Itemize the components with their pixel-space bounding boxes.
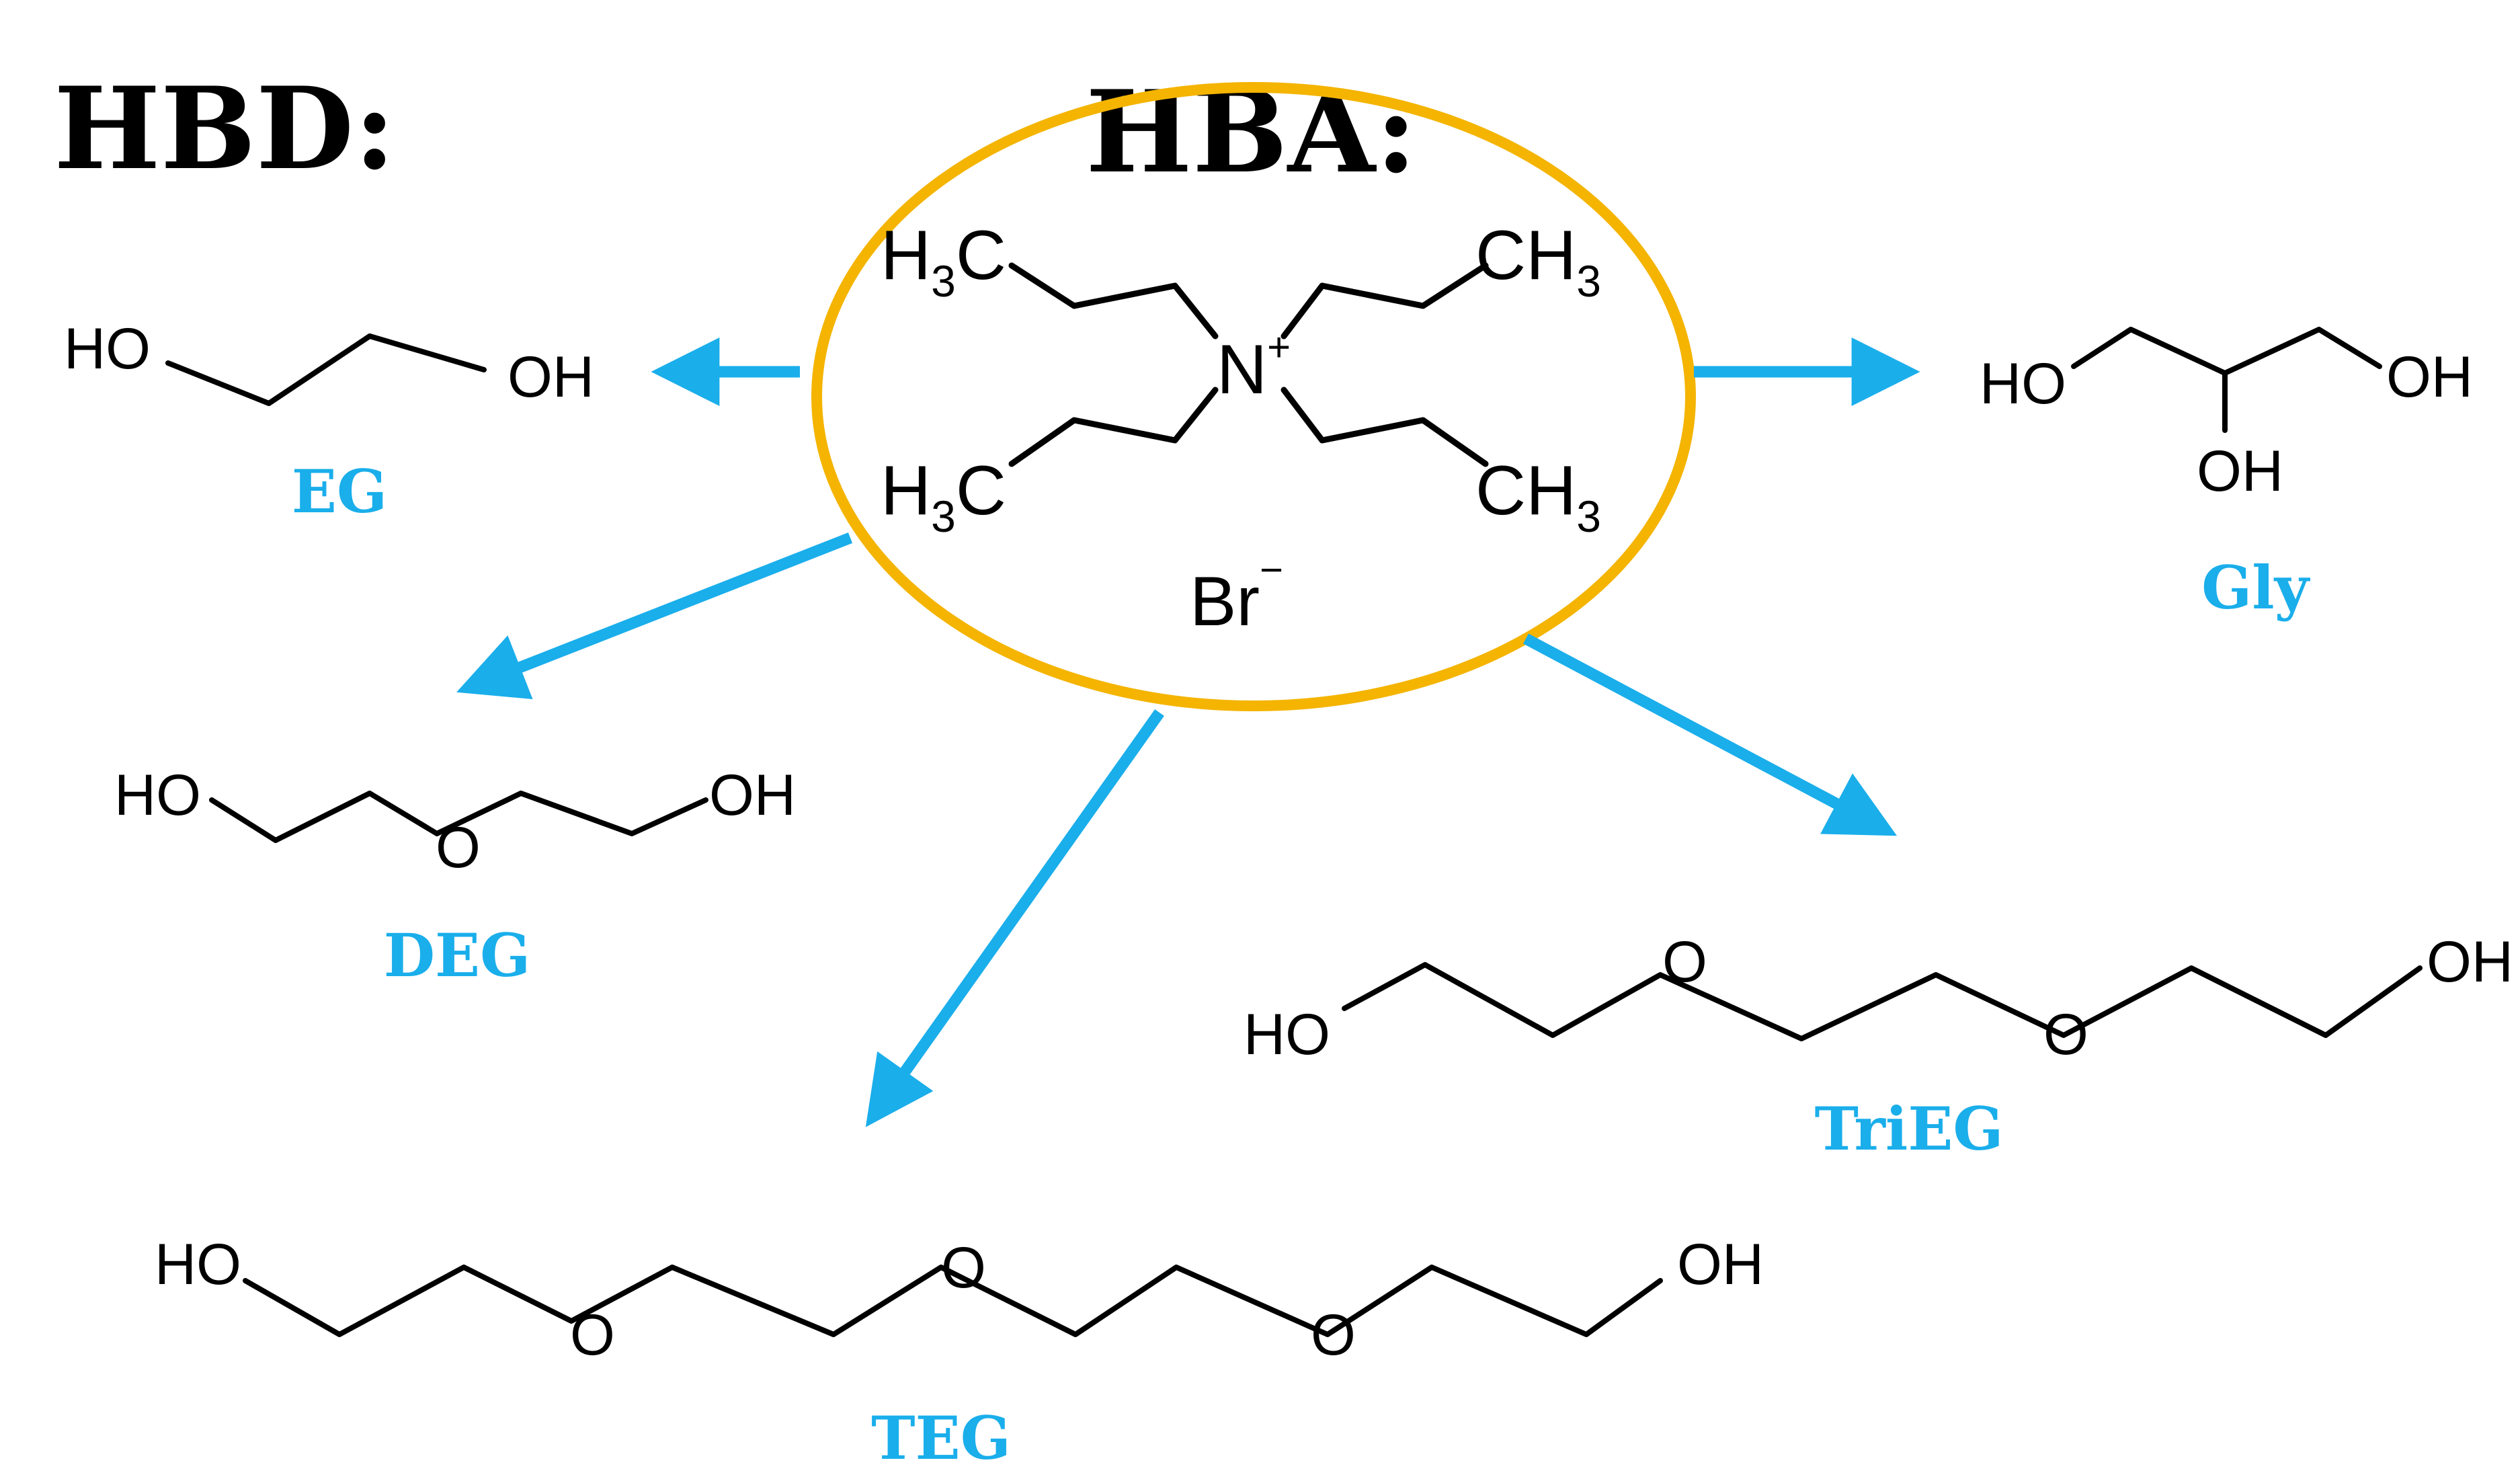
teg-oh: OH [1677, 1232, 1764, 1297]
deg-label: DEG [384, 920, 531, 990]
arrows [456, 337, 1920, 1127]
deg-ho: HO [114, 763, 201, 828]
eg-ho: HO [64, 317, 151, 381]
trieg-oh: OH [2427, 930, 2513, 994]
teg-molecule: HO O O O OH TEG [155, 1232, 1764, 1473]
teg-o-1: O [570, 1303, 615, 1367]
deg-o: O [436, 815, 481, 880]
teg-o-2: O [941, 1236, 986, 1300]
gly-label: Gly [2201, 553, 2311, 623]
gly-ho: HO [1980, 352, 2066, 416]
hba-ellipse [811, 82, 1696, 711]
arrow-to-deg [456, 532, 853, 700]
trieg-o-1: O [1662, 930, 1707, 994]
gly-oh-bottom: OH [2197, 439, 2283, 504]
deg-oh: OH [709, 763, 796, 828]
ch3-bottom-right: CH3 [1475, 452, 1601, 541]
teg-o-3: O [1311, 1303, 1356, 1367]
h3c-bottom-left: H3C [881, 452, 1006, 541]
teg-ho: HO [155, 1232, 241, 1297]
hbd-heading: HBD: [54, 62, 395, 195]
arrow-to-teg [865, 709, 1164, 1127]
eg-oh: OH [507, 345, 594, 409]
trieg-ho: HO [1244, 1002, 1330, 1067]
arrow-to-trieg [1523, 633, 1898, 836]
bromide-ion: Br− [1190, 547, 1283, 641]
gly-oh-right: OH [2386, 345, 2473, 409]
trieg-o-2: O [2043, 1002, 2088, 1067]
h3c-top-left: H3C [881, 216, 1006, 306]
nitrogen-atom: N+ [1217, 325, 1291, 409]
trieg-label: TriEG [1814, 1094, 2003, 1164]
teg-label: TEG [871, 1403, 1011, 1473]
hba-molecule: H3C CH3 H3C CH3 N+ Br− [881, 216, 1601, 641]
trieg-molecule: HO O O OH TriEG [1244, 930, 2513, 1164]
eg-molecule: HO OH EG [64, 317, 594, 526]
gly-molecule: HO OH OH Gly [1980, 327, 2473, 623]
eg-label: EG [292, 456, 387, 526]
deg-molecule: HO O OH DEG [114, 763, 796, 990]
ch3-top-right: CH3 [1475, 216, 1601, 306]
